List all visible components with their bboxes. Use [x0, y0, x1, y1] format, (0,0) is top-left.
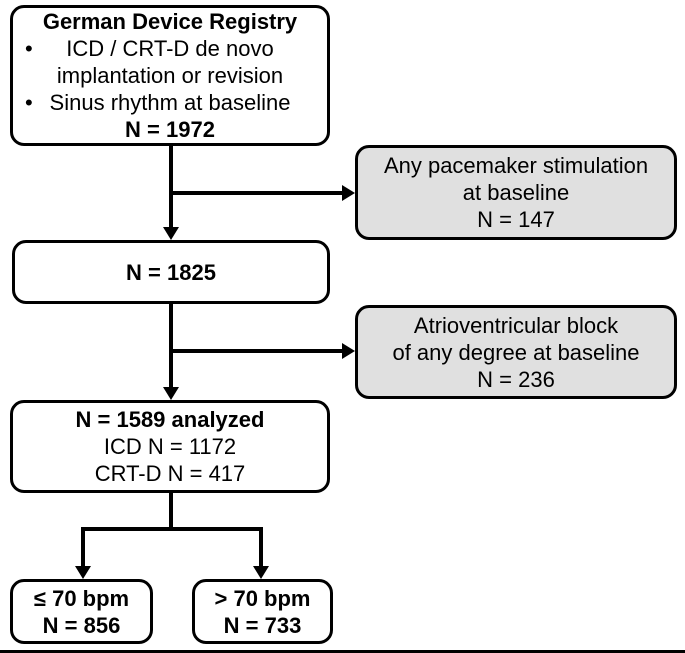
after-pacemaker-count: N = 1825 [126, 259, 216, 285]
avblock-exclusion-count: N = 236 [477, 366, 555, 392]
split-bar [81, 527, 263, 531]
pacemaker-exclusion-count: N = 147 [477, 207, 555, 232]
le70-count: N = 856 [42, 612, 121, 638]
registry-bullet1-line2: implantation or revision [56, 63, 284, 88]
pacemaker-exclusion-line2: at baseline [462, 180, 570, 205]
le70-label: ≤ 70 bpm [33, 585, 130, 611]
arrow-down-icon [163, 387, 179, 400]
connector-registry-to-1825 [169, 146, 173, 228]
arrow-right-icon [342, 185, 355, 201]
node-after-pacemaker: N = 1825 [12, 240, 330, 304]
analyzed-title: N = 1589 analyzed [75, 407, 265, 432]
gt70-label: > 70 bpm [214, 585, 311, 611]
registry-count: N = 1972 [125, 117, 215, 142]
avblock-exclusion-line2: of any degree at baseline [392, 339, 640, 365]
registry-bullet2-line1: Sinus rhythm at baseline [49, 90, 291, 115]
connector-split-to-gt70 [259, 527, 263, 567]
arrow-right-icon [342, 343, 355, 359]
bullet-icon: • [25, 90, 33, 115]
arrow-down-icon [163, 227, 179, 240]
registry-bullet1-line1: ICD / CRT-D de novo [66, 36, 274, 61]
connector-analyzed-to-split [169, 493, 173, 531]
pacemaker-exclusion-line1: Any pacemaker stimulation [383, 153, 649, 178]
arrow-down-icon [253, 566, 269, 579]
connector-1825-to-analyzed [169, 304, 173, 388]
arrow-down-icon [75, 566, 91, 579]
gt70-count: N = 733 [223, 612, 302, 638]
node-gt70bpm: > 70 bpm N = 733 [192, 579, 333, 644]
node-avblock-exclusion: Atrioventricular block of any degree at … [355, 305, 677, 399]
connector-to-pacemaker-exclusion [171, 191, 342, 195]
registry-title: German Device Registry [42, 9, 298, 34]
node-pacemaker-exclusion: Any pacemaker stimulation at baseline N … [355, 145, 677, 240]
node-registry: German Device Registry • ICD / CRT-D de … [10, 5, 330, 146]
connector-to-avblock-exclusion [171, 349, 342, 353]
connector-split-to-le70 [81, 527, 85, 567]
node-le70bpm: ≤ 70 bpm N = 856 [10, 579, 153, 644]
analyzed-icd-count: ICD N = 1172 [103, 434, 237, 459]
avblock-exclusion-line1: Atrioventricular block [413, 312, 619, 338]
bullet-icon: • [25, 36, 33, 61]
figure-bottom-rule [0, 650, 685, 653]
analyzed-crtd-count: CRT-D N = 417 [94, 461, 246, 486]
node-analyzed: N = 1589 analyzed ICD N = 1172 CRT-D N =… [10, 400, 330, 493]
